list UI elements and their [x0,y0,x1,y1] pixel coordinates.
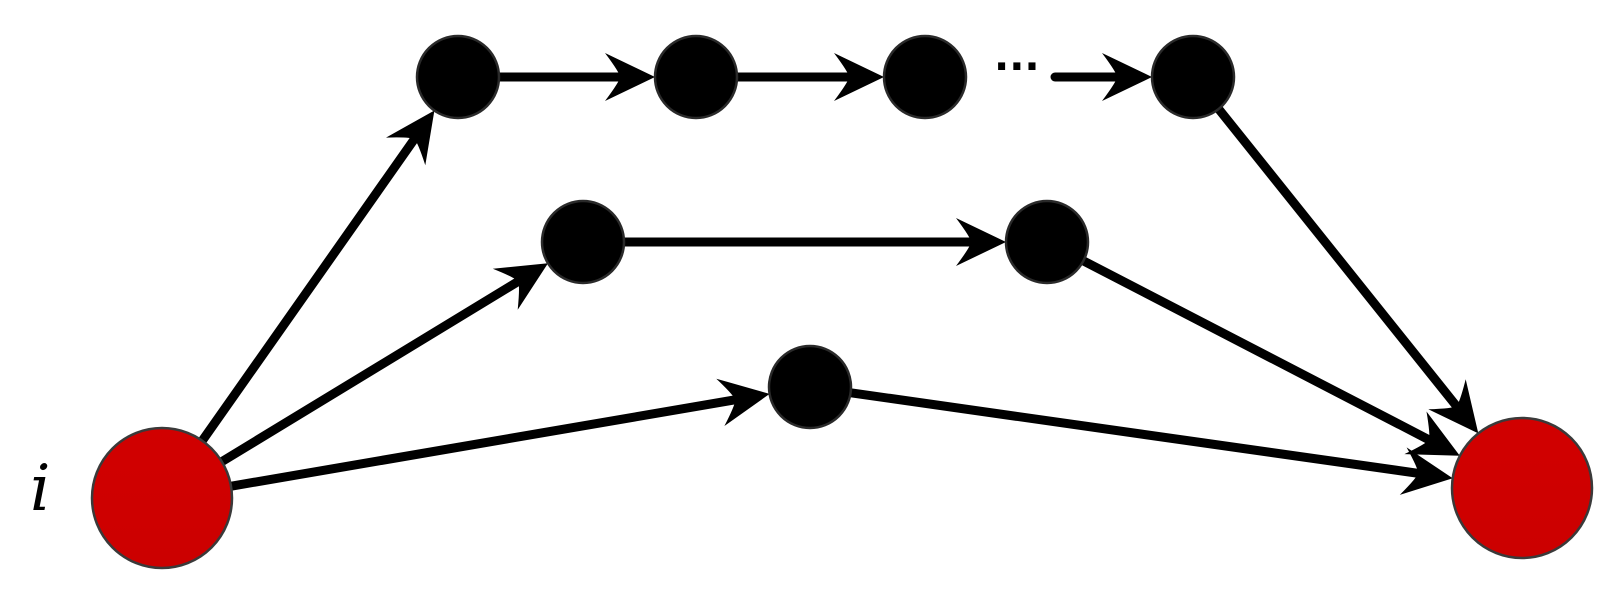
node-p1b [653,34,739,120]
arrowhead-p1c-to-p1d [1102,53,1152,101]
arrowhead-source-to-p3a [716,378,770,426]
edge-line-p1d-to-target [1211,101,1461,411]
edge-line-source-to-p1a [193,134,419,451]
arrowhead-source-to-p2a [492,263,548,310]
edges-layer [193,53,1479,495]
node-p1d [1150,34,1236,120]
edge-line-p3a-to-target [842,387,1423,478]
arrowhead-p2a-to-p2b [956,218,1006,266]
arrowhead-p1a-to-p1b [605,53,655,101]
arrowhead-p3a-to-target [1399,447,1453,495]
edge-line-source-to-p3a [219,395,740,492]
path-ellipsis: ··· [994,44,1040,90]
node-p2b [1004,199,1090,285]
edge-line-p2b-to-target [1075,254,1434,445]
node-p3a [767,344,853,430]
arrowhead-p2b-to-target [1404,411,1460,456]
node-target [1450,416,1594,560]
source-node-label: i [30,452,50,526]
arrowhead-p1b-to-p1c [834,53,884,101]
nodes-layer [90,34,1594,570]
node-p1a [415,34,501,120]
node-p1c [882,34,968,120]
node-p2a [540,199,626,285]
node-source [90,426,234,570]
arrowhead-source-to-p1a [386,110,435,166]
edge-line-source-to-p2a [211,277,523,470]
arrowhead-p1d-to-target [1428,379,1479,434]
